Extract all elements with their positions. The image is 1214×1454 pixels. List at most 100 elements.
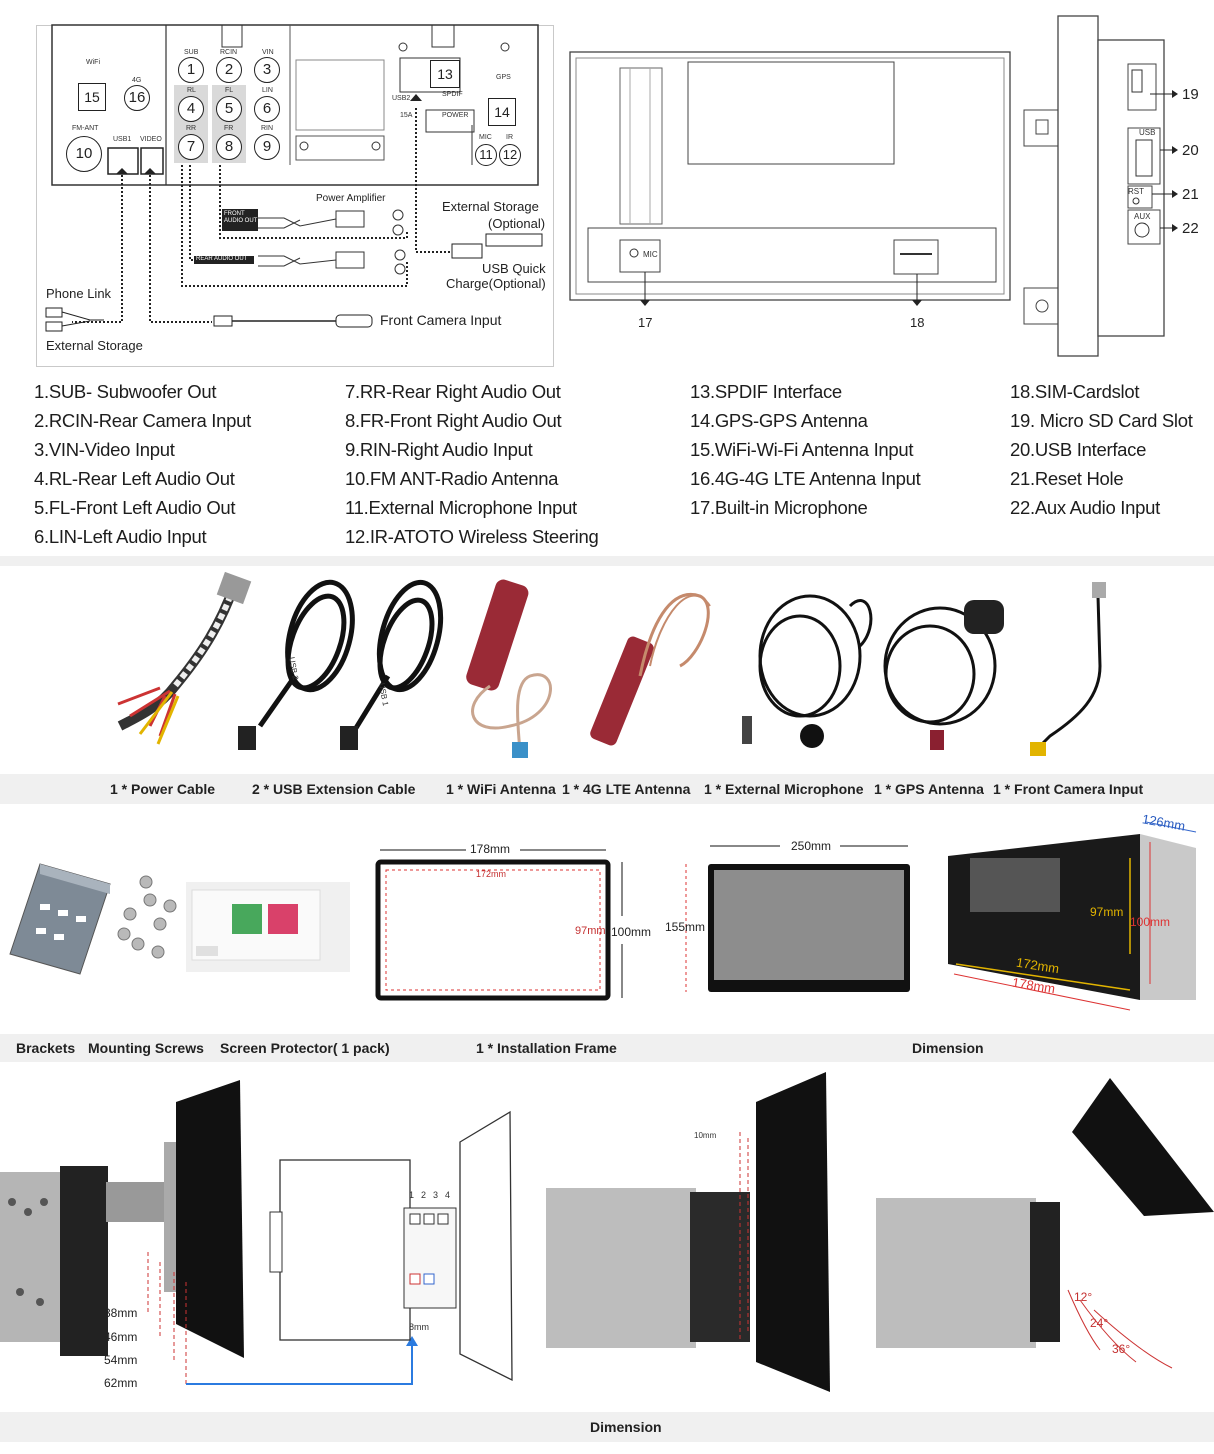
label-external-storage-optional: External Storage [442,199,539,214]
callout-19: 19 [1182,86,1199,103]
port-label-spdif: SPDIF [442,91,463,98]
mounting-caption-band [0,1412,1214,1442]
caption-usb-extension-cable: 2 * USB Extension Cable [252,781,416,797]
hole-2: 2 [421,1190,427,1200]
caption-gps-antenna: 1 * GPS Antenna [874,781,984,797]
port-13-spdif: 13 [430,60,460,88]
port-label-sub: SUB [184,49,199,56]
screen-height: 155mm [665,920,706,934]
box-height-inner: 97mm [1090,905,1124,919]
legend-item: 21.Reset Hole [1010,468,1124,489]
port-9-rin: 9 [254,134,280,160]
label-aux: AUX [1134,212,1151,221]
hole-4: 4 [445,1190,451,1200]
gap-8mm: 8mm [409,1322,429,1332]
legend-item: 9.RIN-Right Audio Input [345,439,533,460]
legend-column-1: 1.SUB- Subwoofer Out 2.RCIN-Rear Camera … [34,377,251,551]
frame-height-outer: 100mm [611,925,652,939]
legend-column-3: 13.SPDIF Interface 14.GPS-GPS Antenna 15… [690,377,921,522]
port-14-gps: 14 [488,98,516,126]
caption-power-cable: 1 * Power Cable [110,781,216,797]
legend-item: 20.USB Interface [1010,439,1147,460]
label-rst: RST [1128,187,1144,196]
parts-caption-band [0,1034,1214,1062]
legend-item: 3.VIN-Video Input [34,439,175,460]
port-3-vin: 3 [254,57,280,83]
box-height-outer: 100mm [1130,915,1171,929]
caption-wifi-antenna: 1 * WiFi Antenna [446,781,556,797]
legend-item: 2.RCIN-Rear Camera Input [34,410,251,431]
hole-3: 3 [433,1190,439,1200]
legend-item: 13.SPDIF Interface [690,381,842,402]
port-label-rr: RR [186,125,197,132]
port-label-mic: MIC [479,134,492,141]
legend-item: 1.SUB- Subwoofer Out [34,381,217,402]
label-power-amplifier: Power Amplifier [316,193,386,204]
accessories-photos [117,571,1106,758]
frame-width-inner: 172mm [476,869,507,879]
caption-installation-frame: 1 * Installation Frame [476,1040,617,1056]
callout-18: 18 [910,315,925,330]
caption-external-microphone: 1 * External Microphone [704,781,864,797]
label-usb1: USB1 [113,136,132,143]
caption-brackets: Brackets [16,1040,76,1056]
label-power: POWER [442,112,469,119]
legend-item: 16.4G-4G LTE Antenna Input [690,468,921,489]
legend-item: 10.FM ANT-Radio Antenna [345,468,559,489]
port-label-fl: FL [225,87,234,94]
caption-4g-lte-antenna: 1 * 4G LTE Antenna [562,781,691,797]
port-16-4g: 16 [124,85,150,111]
label-video: VIDEO [140,136,162,143]
label-optional: (Optional) [488,216,546,231]
label-rear-audio-out: REAR AUDIO OUT [196,256,248,262]
port-12-ir: 12 [499,144,521,166]
callout-17: 17 [638,315,653,330]
port-label-lin: LIN [262,87,273,94]
caption-dimension-bottom: Dimension [590,1419,662,1435]
label-usb-quick: USB Quick [482,261,546,276]
caption-screen-protector: Screen Protector( 1 pack) [220,1040,390,1056]
legend-item: 8.FR-Front Right Audio Out [345,410,562,431]
legend-item: 12.IR-ATOTO Wireless Steering [345,526,599,547]
callout-20: 20 [1182,142,1199,159]
legend-item: 7.RR-Rear Right Audio Out [345,381,561,402]
port-6-lin: 6 [254,96,280,122]
legend-item: 4.RL-Rear Left Audio Out [34,468,235,489]
port-label-fr: FR [224,125,234,132]
port-label-rcin: RCIN [220,49,238,56]
port-label-rl: RL [187,87,196,94]
legend-item: 14.GPS-GPS Antenna [690,410,868,431]
port-label-wifi: WiFi [86,59,100,66]
hole-1: 1 [409,1190,415,1200]
label-usb2: USB2 [392,95,411,102]
port-label-4g: 4G [132,77,142,84]
legend-item: 11.External Microphone Input [345,497,577,518]
frame-height-inner: 97mm [575,925,606,937]
angle-24: 24° [1090,1316,1109,1330]
offset-62mm: 62mm [104,1376,138,1390]
angle-12: 12° [1074,1290,1093,1304]
label-15a: 15A [400,112,413,119]
legend-item: 5.FL-Front Left Audio Out [34,497,236,518]
legend-item: 15.WiFi-Wi-Fi Antenna Input [690,439,914,460]
legend-item: 6.LIN-Left Audio Input [34,526,207,547]
label-front-camera-input: Front Camera Input [380,312,502,328]
port-2-rcin: 2 [216,57,242,83]
port-label-gps: GPS [496,74,511,81]
port-label-fm-ant: FM-ANT [72,125,99,132]
port-1-sub: 1 [178,57,204,83]
height-gap-10mm: 10mm [694,1131,717,1140]
screen-width: 250mm [791,839,832,853]
label-external-storage: External Storage [46,338,143,353]
legend-item: 18.SIM-Cardslot [1010,381,1140,402]
legend-item: 22.Aux Audio Input [1010,497,1160,518]
port-15-wifi: 15 [78,83,106,111]
legend-item: 19. Micro SD Card Slot [1010,410,1193,431]
legend-item: 17.Built-in Microphone [690,497,868,518]
legend-column-2: 7.RR-Rear Right Audio Out 8.FR-Front Rig… [345,377,599,551]
offset-46mm: 46mm [104,1330,138,1344]
accessories-caption-band [0,774,1214,804]
port-label-ir: IR [506,134,513,141]
caption-mounting-screws: Mounting Screws [88,1040,204,1056]
port-label-rin: RIN [261,125,274,132]
